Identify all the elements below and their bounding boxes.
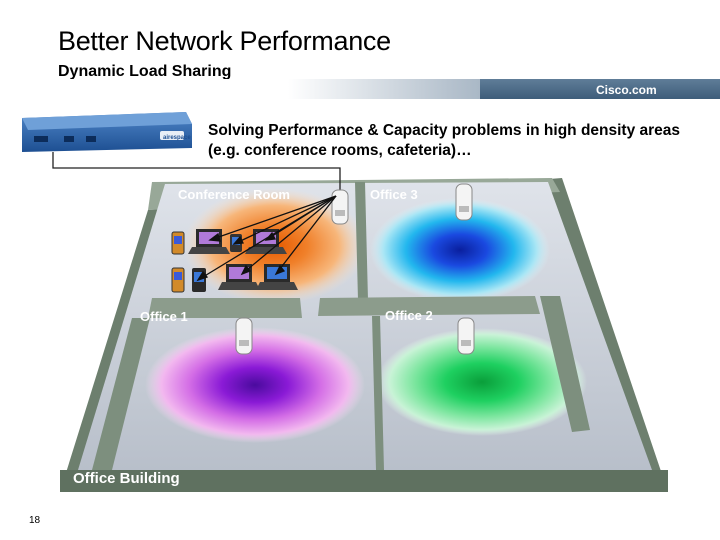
client-pda-icon [171, 231, 185, 255]
building-front-wall [60, 470, 668, 492]
access-point-office2-icon [457, 317, 475, 355]
room-label-conference: Conference Room [178, 187, 290, 202]
wall-right [540, 296, 590, 432]
office2-heatmap [377, 328, 587, 436]
cisco-tab [480, 79, 720, 99]
room-label-office1: Office 1 [140, 309, 188, 324]
device-brand-label: airespace [163, 135, 191, 141]
office1-heatmap [145, 327, 365, 443]
access-point-office3-icon [455, 183, 473, 221]
client-laptop-icon [218, 264, 260, 290]
wall-bottom-vertical [372, 316, 384, 470]
description-text: Solving Performance & Capacity problems … [208, 122, 681, 159]
client-connection-arrows [196, 195, 337, 282]
wall-office1-top [148, 298, 302, 318]
page-subtitle: Dynamic Load Sharing [58, 63, 232, 80]
room-label-office2: Office 2 [385, 308, 433, 323]
wlan-controller-icon: airespace [22, 112, 192, 152]
access-point-office1-icon [235, 317, 253, 355]
building-label: Office Building [73, 470, 180, 487]
page-number: 18 [29, 515, 41, 526]
network-cable [52, 152, 341, 190]
cisco-link[interactable]: Cisco.com [596, 83, 657, 97]
client-pda-icon [171, 267, 185, 293]
page-title: Better Network Performance [58, 26, 391, 56]
room-label-office3: Office 3 [370, 187, 418, 202]
wall-left [92, 318, 150, 470]
access-point-conference-icon [331, 189, 349, 225]
office3-heatmap [370, 198, 550, 302]
wall-office2-top [318, 296, 540, 316]
wall-top-vertical [355, 182, 368, 300]
